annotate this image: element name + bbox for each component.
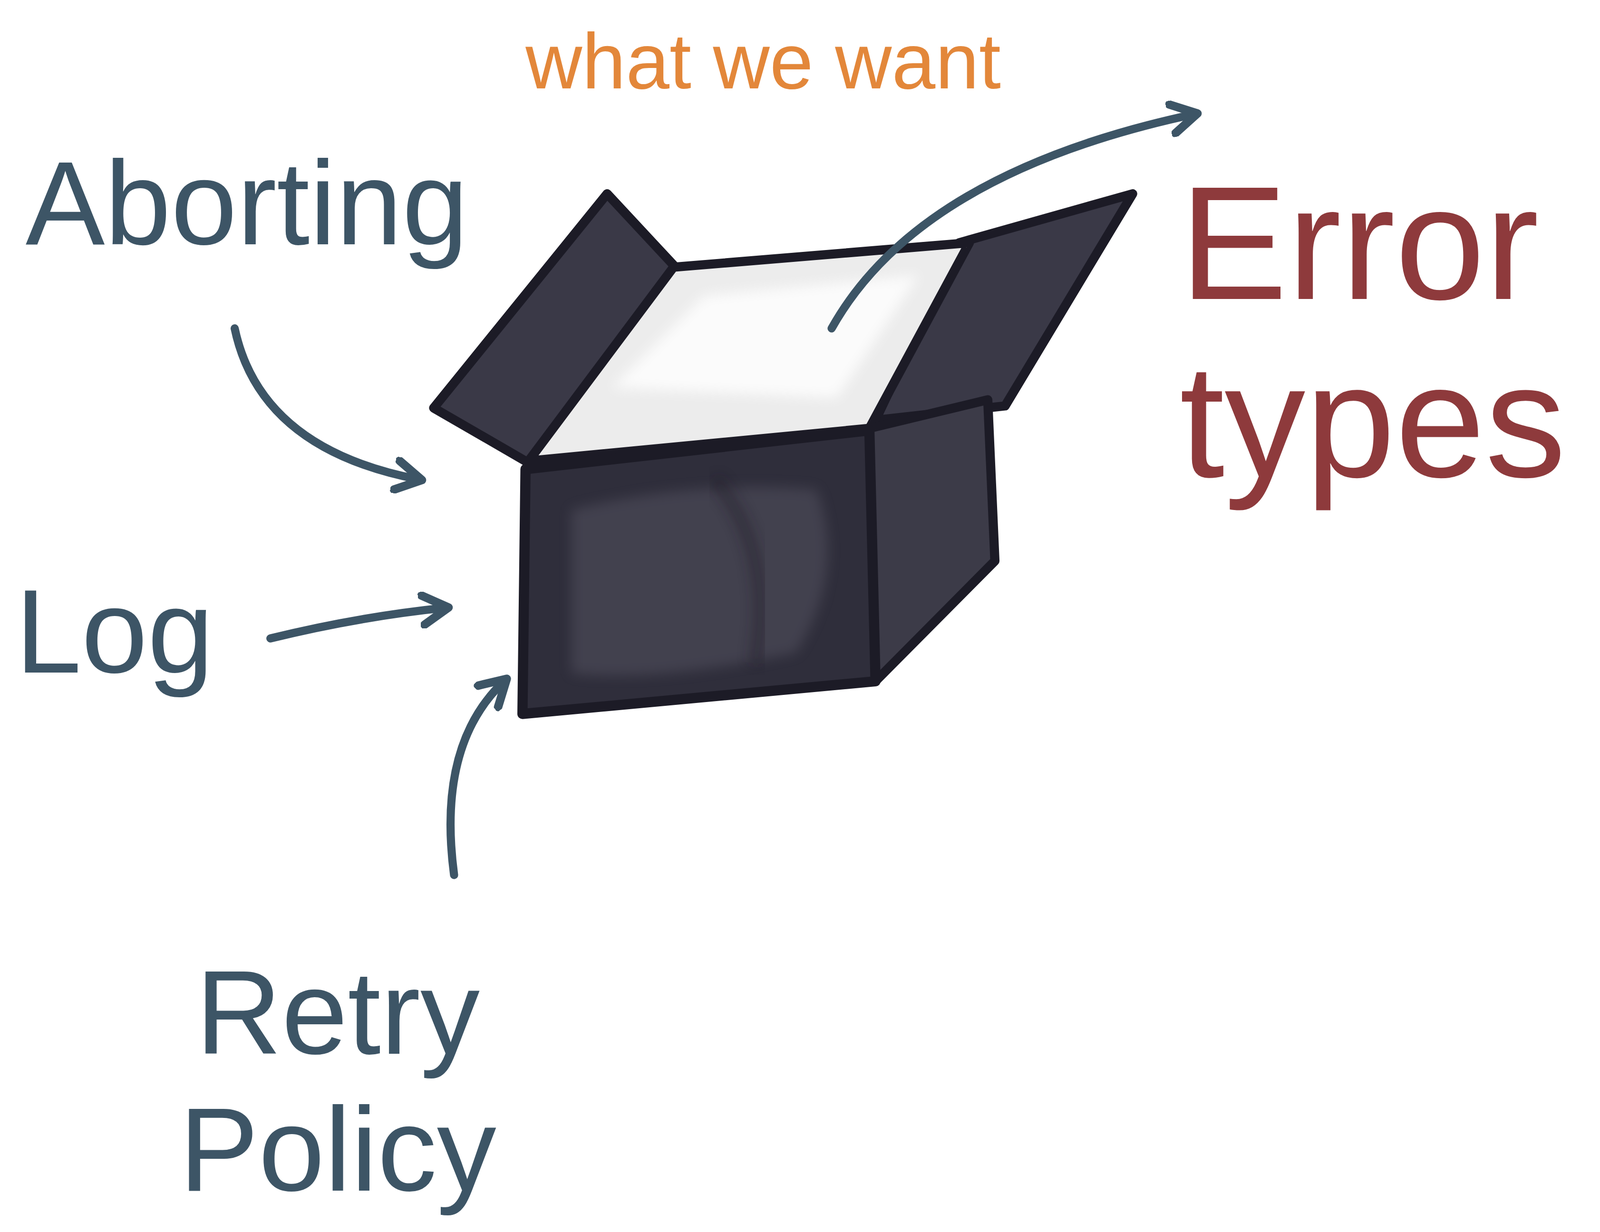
log-arrow — [270, 608, 446, 639]
aborting-arrow — [234, 328, 419, 480]
open-box — [433, 193, 1133, 715]
retry-arrow — [450, 681, 505, 876]
input-label: Retry Policy — [142, 944, 533, 1219]
error-arrow — [831, 114, 1194, 329]
input-label: Log — [15, 572, 214, 692]
heading-note: what we want — [525, 22, 1001, 101]
output-label: Error types — [1179, 154, 1593, 510]
input-label: Aborting — [25, 144, 469, 263]
